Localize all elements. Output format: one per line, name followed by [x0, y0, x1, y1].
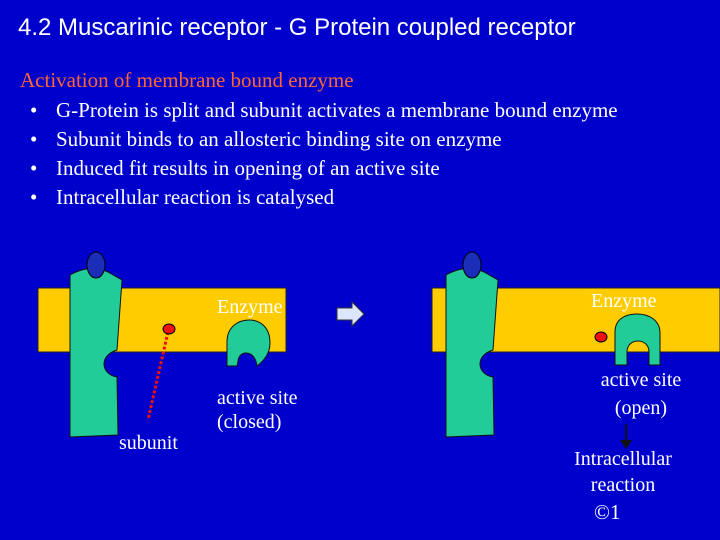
active-site-open-label: active site (open)	[583, 366, 699, 422]
enzyme-label-left: Enzyme	[217, 296, 283, 319]
ligand-right	[463, 252, 481, 278]
active-site-closed-label: active site (closed)	[217, 386, 298, 434]
right-arrow-icon	[337, 302, 364, 326]
enzyme-closed	[227, 320, 270, 366]
enzyme-label-right: Enzyme	[591, 290, 657, 313]
intracellular-reaction-label: Intracellular reaction	[553, 446, 693, 498]
receptor-protein-right	[446, 268, 498, 437]
ligand-left	[87, 252, 105, 278]
enzyme-open	[615, 314, 660, 365]
copyright-mark: ©1	[594, 500, 620, 525]
subunit-dot-bound	[595, 332, 607, 342]
subunit-dot	[163, 324, 175, 334]
subunit-label: subunit	[119, 432, 178, 455]
receptor-protein-left	[70, 268, 122, 437]
